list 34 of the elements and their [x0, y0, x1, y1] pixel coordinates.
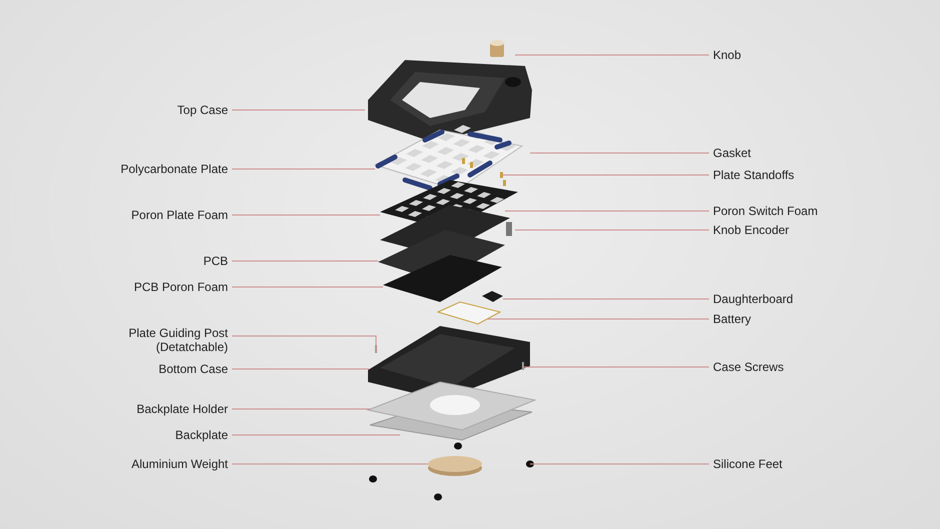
leader-line	[486, 318, 710, 320]
leader-line	[522, 366, 710, 368]
part-label: Case Screws	[713, 360, 784, 374]
leader-line	[502, 298, 710, 300]
leader-line	[504, 210, 710, 212]
part-label: Knob Encoder	[713, 223, 790, 237]
part-label: Aluminium Weight	[132, 457, 228, 471]
part-label: Gasket	[713, 146, 752, 160]
part-label: Battery	[713, 312, 752, 326]
leader-line	[232, 214, 380, 216]
leader-line	[514, 54, 710, 56]
part-label: Daughterboard	[713, 292, 794, 306]
part-label: Silicone Feet	[713, 457, 782, 471]
leader-line	[232, 168, 376, 170]
leader-line	[232, 368, 370, 370]
leader-line	[232, 408, 370, 410]
part-label: PCB	[203, 254, 228, 268]
leader-line	[232, 260, 378, 262]
part-label: Knob	[713, 48, 742, 62]
part-label: Polycarbonate Plate	[120, 162, 228, 176]
part-label: PCB Poron Foam	[134, 280, 228, 294]
part-label: Backplate Holder	[136, 402, 228, 416]
part-label: Poron Switch Foam	[713, 204, 818, 218]
leader-line	[530, 152, 710, 154]
leader-line	[502, 174, 710, 176]
part-label: Backplate	[175, 428, 228, 442]
part-label: Poron Plate Foam	[131, 208, 228, 222]
part-label: Top Case	[177, 103, 228, 117]
leader-line	[232, 286, 384, 288]
part-label: Plate Standoffs	[713, 168, 794, 182]
part-label: Plate Guiding Post (Detatchable)	[116, 326, 228, 354]
leader-line	[232, 434, 400, 436]
part-label: Bottom Case	[158, 362, 228, 376]
leader-line	[232, 336, 376, 352]
